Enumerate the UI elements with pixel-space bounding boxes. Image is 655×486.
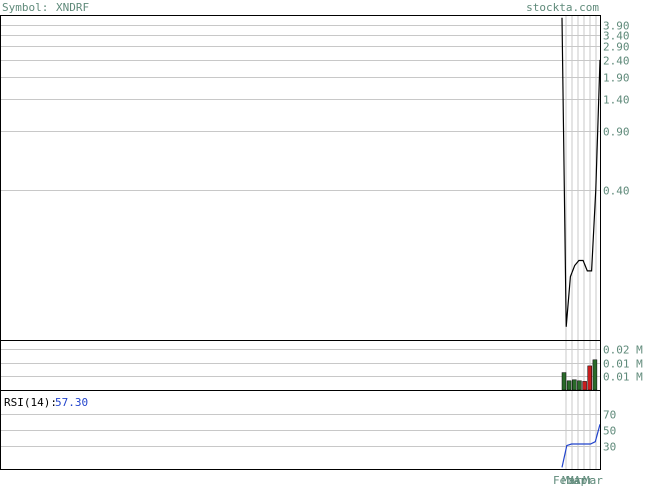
price-tick-label: 2.40 [603, 55, 630, 68]
chart-marks [561, 17, 601, 468]
rsi-line [561, 424, 601, 468]
x-tick-label: Mar [562, 474, 582, 486]
rsi-tick-label: 70 [603, 409, 616, 422]
volume-tick-label: 0.02 M [603, 344, 643, 357]
symbol-value: XNDRF [56, 1, 89, 14]
volume-bar [566, 380, 572, 391]
grid-lines [1, 16, 600, 469]
source-label: stockta.com [526, 1, 599, 14]
price-tick-label: 1.90 [603, 72, 630, 85]
symbol-label: Symbol: [2, 1, 48, 14]
price-tick-label: 3.40 [603, 30, 630, 43]
rsi-label: RSI(14): [4, 396, 57, 409]
price-tick-label: 0.40 [603, 185, 630, 198]
volume-bar [582, 381, 587, 391]
volume-panel-frame [0, 340, 601, 391]
volume-bar [561, 372, 567, 391]
volume-tick-label: 0.01 M [603, 371, 643, 384]
volume-bar [572, 379, 577, 391]
rsi-value: 57.30 [55, 396, 88, 409]
rsi-tick-label: 50 [603, 425, 616, 438]
volume-tick-label: 0.01 M [603, 358, 643, 371]
price-tick-label: 0.90 [603, 126, 630, 139]
x-tick-label: Mar [583, 474, 603, 486]
axis-labels: 3.903.402.902.401.901.400.900.400.02 M0.… [553, 20, 643, 486]
price-tick-label: 3.90 [603, 20, 630, 33]
volume-bar [577, 380, 582, 391]
volume-bar [592, 359, 598, 391]
x-tick-label: Feb [553, 474, 573, 486]
rsi-panel-frame [0, 390, 601, 470]
rsi-tick-label: 30 [603, 441, 616, 454]
price-tick-label: 2.90 [603, 41, 630, 54]
price-panel-frame [0, 15, 601, 341]
price-tick-label: 1.40 [603, 94, 630, 107]
volume-bar [587, 365, 592, 391]
x-tick-label: Apr [574, 474, 594, 486]
price-line [561, 17, 601, 327]
x-tick-label: Mar [567, 474, 587, 486]
